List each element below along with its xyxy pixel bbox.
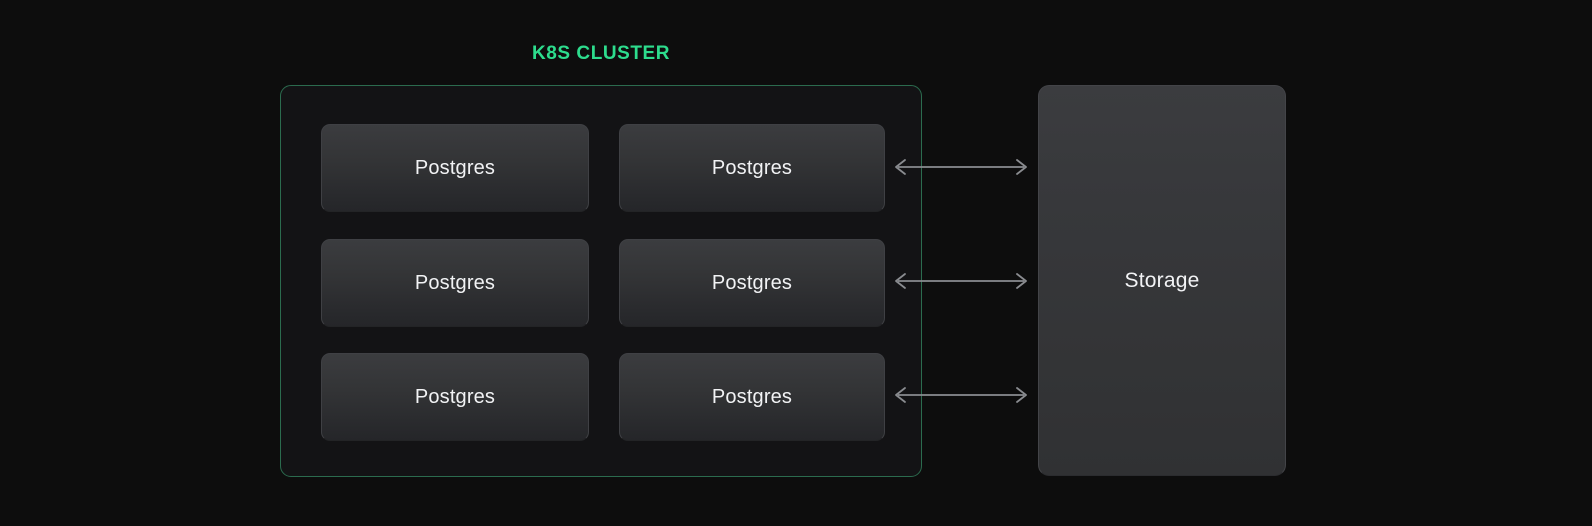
postgres-node-label: Postgres <box>711 157 793 179</box>
double-arrow-icon <box>895 387 1027 403</box>
storage-node[interactable]: Storage <box>1038 85 1286 476</box>
double-arrow-icon <box>895 159 1027 175</box>
postgres-node-5[interactable]: Postgres <box>321 353 589 441</box>
storage-node-label: Storage <box>1124 269 1200 292</box>
page-title: K8S CLUSTER <box>531 43 670 64</box>
postgres-node-label: Postgres <box>414 157 496 179</box>
postgres-node-1[interactable]: Postgres <box>321 124 589 212</box>
connector-arrow-3 <box>890 383 1032 407</box>
k8s-cluster-boundary: Postgres Postgres Postgres Postgres Post… <box>280 85 922 477</box>
double-arrow-icon <box>895 273 1027 289</box>
postgres-node-label: Postgres <box>711 386 793 408</box>
postgres-node-4[interactable]: Postgres <box>619 239 885 327</box>
node-row: Postgres Postgres <box>281 124 921 212</box>
node-row: Postgres Postgres <box>281 353 921 441</box>
postgres-node-6[interactable]: Postgres <box>619 353 885 441</box>
postgres-node-grid: Postgres Postgres Postgres Postgres Post… <box>281 86 921 476</box>
postgres-node-label: Postgres <box>414 386 496 408</box>
postgres-node-2[interactable]: Postgres <box>619 124 885 212</box>
node-row: Postgres Postgres <box>281 239 921 327</box>
postgres-node-3[interactable]: Postgres <box>321 239 589 327</box>
connector-arrow-2 <box>890 269 1032 293</box>
connector-arrow-1 <box>890 155 1032 179</box>
postgres-node-label: Postgres <box>414 272 496 294</box>
postgres-node-label: Postgres <box>711 272 793 294</box>
